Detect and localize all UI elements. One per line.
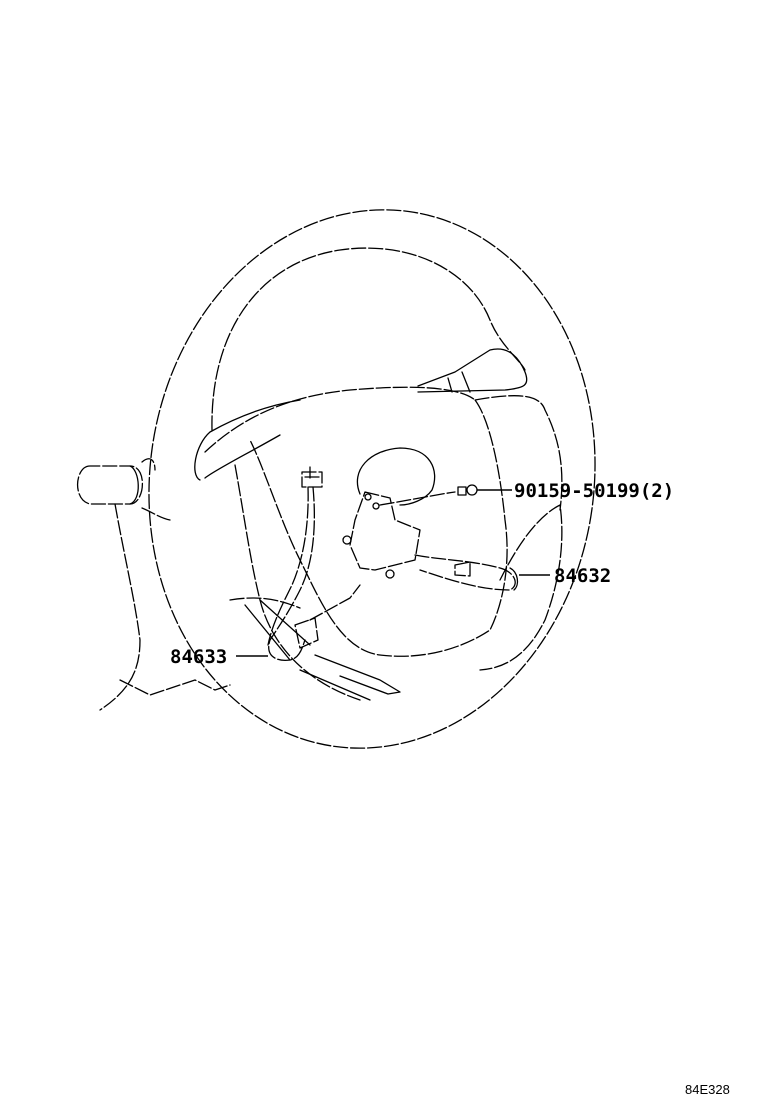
horn-button [356, 447, 436, 506]
switch-assembly-84632 [342, 491, 519, 591]
figure-code: 84E328 [685, 1082, 730, 1097]
airbag-pad [194, 386, 508, 701]
callout-label-90159-50199: 90159-50199(2) [514, 480, 674, 502]
wheel-spokes [229, 348, 563, 701]
wire-harness-84633 [267, 466, 361, 661]
screw-90159-50199 [379, 484, 478, 506]
steering-column [77, 458, 231, 711]
callout-label-84632: 84632 [554, 565, 611, 587]
callout-label-84633: 84633 [170, 646, 227, 668]
steering-wheel-rim [148, 209, 596, 749]
